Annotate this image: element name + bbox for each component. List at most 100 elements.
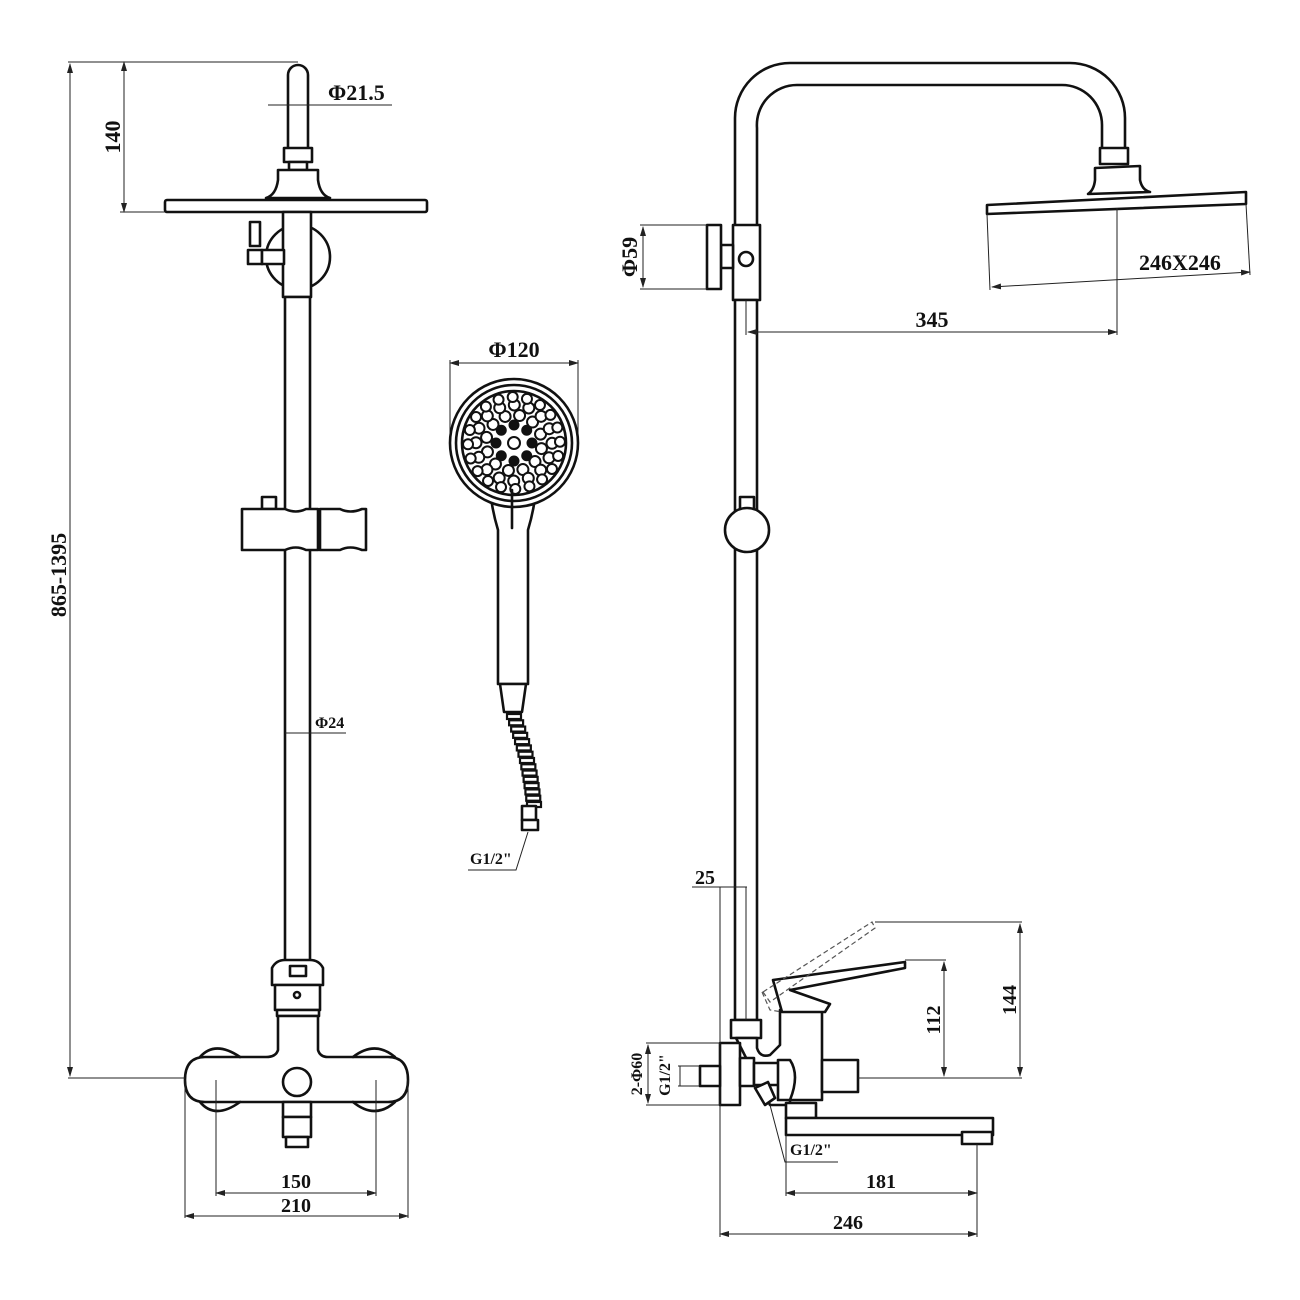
dim-lever-height: 112 bbox=[923, 1006, 945, 1035]
spray-nozzle bbox=[462, 438, 475, 451]
slider-holder bbox=[240, 495, 368, 552]
spray-nozzle bbox=[464, 452, 477, 465]
spray-nozzle bbox=[482, 474, 495, 487]
spray-nozzle bbox=[463, 424, 476, 437]
escutcheon bbox=[718, 1041, 742, 1107]
dim-diverter-diameter: Φ59 bbox=[617, 237, 642, 277]
dim-extension bbox=[1245, 203, 1251, 276]
spray-nozzle bbox=[470, 411, 483, 424]
hose-coil bbox=[522, 775, 539, 783]
spray-nozzle bbox=[521, 450, 533, 462]
dim-extension bbox=[986, 213, 991, 291]
head-bell bbox=[264, 168, 332, 200]
hose-coil bbox=[505, 712, 523, 721]
dim-arm-height: 140 bbox=[100, 121, 125, 154]
diverter-handle bbox=[705, 223, 723, 291]
dim-inlet-thread: G1/2" bbox=[657, 1054, 674, 1096]
dim-lever-open-height: 144 bbox=[999, 985, 1021, 1015]
spray-nozzle bbox=[508, 455, 520, 467]
hose-coil bbox=[523, 782, 540, 790]
shower-arch-pipe bbox=[733, 61, 1127, 227]
dim-mixer-width: 210 bbox=[281, 1195, 311, 1217]
dim-arm-reach: 345 bbox=[916, 307, 949, 332]
dim-total-depth: 246 bbox=[833, 1212, 863, 1234]
spray-nozzle bbox=[479, 400, 492, 413]
slide-rail bbox=[283, 295, 312, 964]
hose-cone bbox=[498, 682, 528, 714]
shower-arch-inner bbox=[755, 83, 1104, 227]
hose-coil bbox=[517, 750, 534, 758]
spray-nozzle bbox=[520, 392, 533, 405]
spray-nozzle bbox=[523, 480, 536, 493]
spray-nozzle bbox=[508, 419, 520, 431]
dim-head-diameter: Φ120 bbox=[488, 337, 539, 362]
hose-coil bbox=[521, 769, 538, 777]
dim-hose-connector-leader bbox=[468, 831, 529, 871]
spray-nozzle bbox=[506, 391, 519, 404]
spray-face bbox=[460, 389, 568, 497]
spray-nozzle bbox=[501, 463, 515, 477]
inlet-pipe bbox=[698, 1064, 722, 1088]
shower-arm bbox=[286, 63, 310, 150]
spray-nozzle bbox=[545, 462, 558, 475]
dim-head-size-line bbox=[991, 269, 1251, 290]
diverter-stem bbox=[719, 243, 735, 270]
hose-coil bbox=[525, 794, 542, 802]
spray-nozzle bbox=[536, 473, 549, 486]
spray-nozzle bbox=[490, 437, 502, 449]
front-view: 865-1395 140 Φ21.5 Φ24 150 210 bbox=[46, 61, 429, 1219]
slider-holder bbox=[723, 506, 771, 554]
thermostatic-mixer bbox=[183, 958, 410, 1149]
center-nozzle bbox=[507, 436, 521, 450]
head-rim bbox=[454, 383, 574, 503]
shower-hose bbox=[505, 712, 543, 809]
spray-nozzle bbox=[544, 408, 557, 421]
dim-hose-connector: G1/2" bbox=[470, 851, 512, 868]
spray-nozzle bbox=[480, 430, 494, 444]
spray-nozzle bbox=[552, 449, 565, 462]
bath-mixer bbox=[718, 921, 995, 1146]
hose-coil bbox=[518, 756, 536, 765]
dim-head-size: 246X246 bbox=[1139, 250, 1221, 275]
arm-nut bbox=[282, 146, 314, 164]
hose-nut bbox=[520, 804, 538, 822]
head-bell bbox=[1086, 164, 1152, 196]
hose-connector bbox=[520, 818, 540, 832]
diverter-lever bbox=[248, 220, 262, 248]
spray-nozzle bbox=[521, 424, 533, 436]
dim-inlet-centers: 150 bbox=[281, 1171, 311, 1193]
hose-coil bbox=[524, 788, 541, 796]
hose-coil bbox=[513, 738, 531, 746]
spray-nozzle bbox=[495, 481, 508, 494]
diverter-knob bbox=[737, 250, 755, 268]
dim-escutcheon: 2-Φ60 bbox=[629, 1053, 646, 1096]
hand-shower-view: Φ120 G1/2" bbox=[448, 337, 580, 871]
dim-outlet-thread: G1/2" bbox=[790, 1142, 832, 1159]
spray-nozzle bbox=[553, 435, 566, 448]
dim-rail-diameter: Φ24 bbox=[315, 715, 344, 732]
spray-nozzle bbox=[492, 393, 505, 406]
spray-nozzle bbox=[533, 399, 546, 412]
dim-total-height: 865-1395 bbox=[46, 533, 71, 617]
spray-nozzle bbox=[495, 424, 507, 436]
spray-nozzle bbox=[526, 437, 538, 449]
spray-nozzle bbox=[513, 409, 527, 423]
upper-pipe bbox=[281, 210, 313, 299]
dim-arm-diameter: Φ21.5 bbox=[328, 80, 385, 105]
hose-coil bbox=[520, 763, 537, 771]
dim-outlet-thread-leader bbox=[769, 1104, 838, 1163]
spray-nozzle bbox=[471, 465, 484, 478]
diverter-stem bbox=[260, 248, 286, 266]
dim-rail-offset: 25 bbox=[695, 867, 715, 889]
arm-nut bbox=[1098, 146, 1130, 166]
hose-coil bbox=[510, 725, 527, 733]
side-view: Φ59 246X246 345 25 112 144 2-Φ60 G1/2" G… bbox=[617, 61, 1251, 1237]
spray-nozzle bbox=[551, 421, 564, 434]
spray-nozzle bbox=[534, 442, 548, 456]
spray-pattern bbox=[462, 391, 566, 495]
dim-spout-reach: 181 bbox=[866, 1171, 896, 1193]
hose-coil bbox=[515, 744, 532, 752]
hose-coil bbox=[512, 731, 529, 739]
spray-nozzle bbox=[495, 450, 507, 462]
